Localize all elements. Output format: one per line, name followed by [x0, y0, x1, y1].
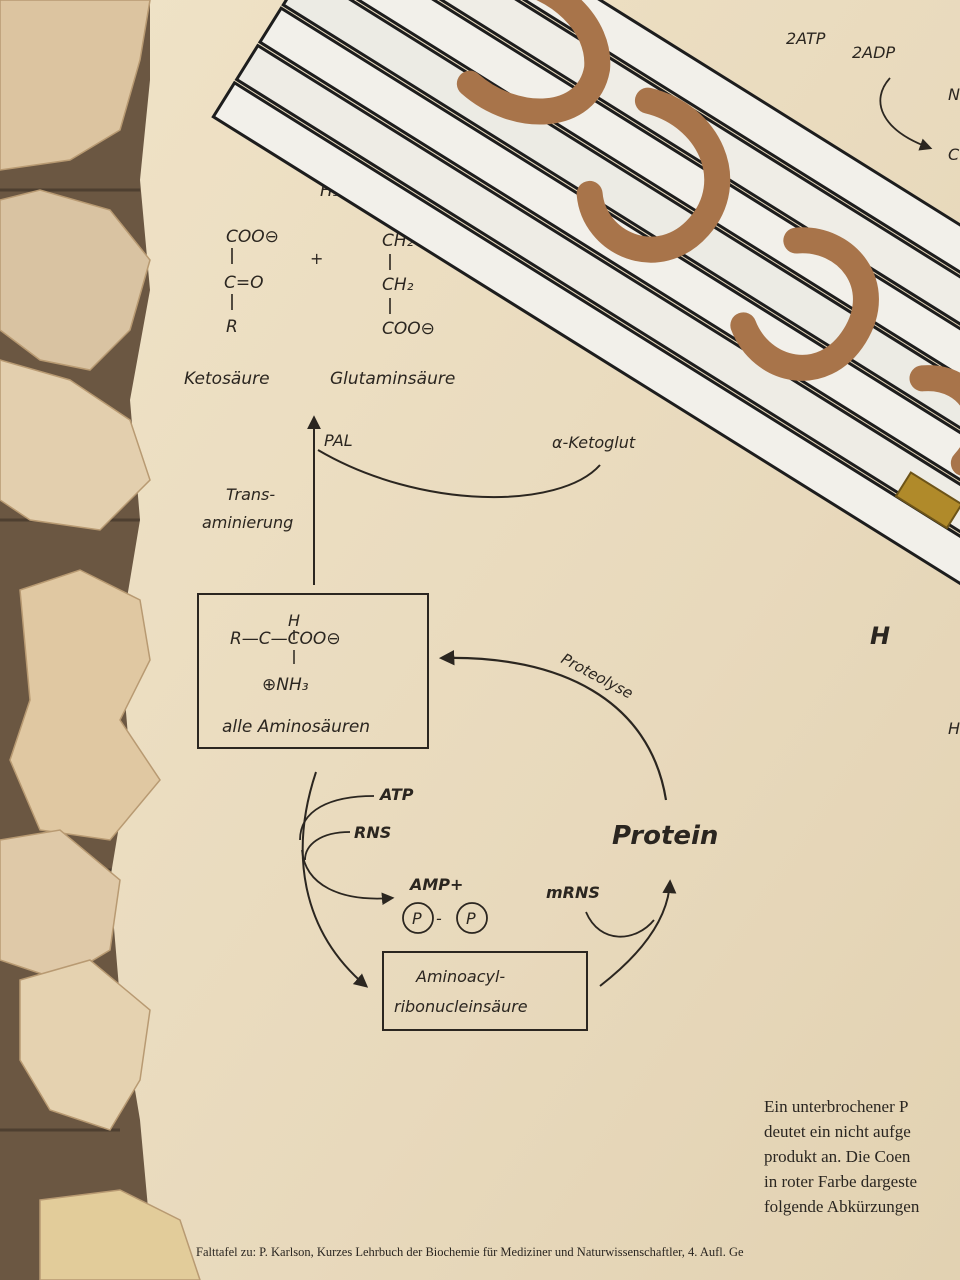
caption-text: Falttafel zu: P. Karlson, Kurzes Lehrbuc… — [196, 1245, 744, 1259]
ketoacid-structure: COO⊖ C=O R — [224, 227, 279, 337]
glutamate-label: Glutaminsäure — [330, 369, 455, 389]
ketoglutarate-label: α-Ketoglut — [552, 433, 636, 452]
transamination-label-2: aminierung — [202, 513, 293, 532]
aminoacyl-line-1: Aminoacyl- — [415, 967, 505, 986]
ruler-print — [456, 0, 960, 477]
pal-label: PAL — [324, 431, 353, 450]
glutamate-coo: COO⊖ — [382, 319, 435, 339]
corner-right-2: H — [948, 719, 960, 738]
ketoacid-r: R — [226, 317, 238, 337]
proteolysis-arrow — [438, 649, 668, 801]
ketoacid-label: Ketosäure — [184, 369, 270, 389]
footnote-line: deutet ein nicht aufge — [764, 1122, 911, 1141]
amp-output-curve — [301, 849, 395, 906]
amp-label: AMP+ — [408, 875, 463, 894]
ketoglutarate-curve — [317, 449, 601, 499]
footnote-line: in roter Farbe dargeste — [764, 1172, 917, 1191]
corner-letter-1: N — [948, 85, 960, 104]
corner-right-1: H — [870, 622, 890, 650]
aminoacyl-box: Aminoacyl- ribonucleinsäure — [382, 951, 588, 1031]
mrns-label: mRNS — [546, 883, 600, 902]
pyrophosphate: P - P — [402, 902, 488, 934]
ruler-hinges — [894, 471, 960, 530]
rns-label: RNS — [354, 823, 391, 842]
corner-adp: 2ADP — [852, 43, 895, 62]
folding-ruler — [211, 0, 960, 596]
phosphate-dash: - — [436, 909, 442, 928]
rns-input-curve — [304, 831, 351, 861]
phosphate-2: P — [466, 909, 476, 928]
footnote-block: Ein unterbrochener P deutet ein nicht au… — [764, 1097, 920, 1216]
amino-nh3: ⊕NH₃ — [262, 675, 309, 695]
corner-arrow — [879, 77, 933, 151]
amino-h: H — [288, 611, 300, 630]
amino-acid-box: H R—C—COO⊖ ⊕NH₃ alle Aminosäuren — [197, 593, 429, 749]
protein-label: Protein — [612, 821, 718, 851]
footnote-line: produkt an. Die Coen — [764, 1147, 911, 1166]
transamination-label-1: Trans- — [226, 485, 275, 504]
atp-input-curve — [299, 795, 375, 841]
footnote-line: Ein unterbrochener P — [764, 1097, 908, 1116]
corner-letter-2: C — [948, 145, 960, 164]
ketoacid-coo: COO⊖ — [226, 227, 279, 247]
atp-label: ATP — [378, 785, 414, 804]
plus-sign: + — [310, 249, 323, 268]
glutamate-ch2-b: CH₂ — [382, 275, 414, 295]
amino-box-label: alle Aminosäuren — [222, 717, 370, 737]
corner-atp: 2ATP — [786, 29, 826, 48]
activation-arrow — [301, 771, 369, 988]
phosphate-1: P — [412, 909, 422, 928]
ketoacid-carbonyl: C=O — [224, 273, 264, 293]
translation-arrow — [599, 879, 677, 987]
mrns-curve — [585, 911, 655, 938]
torn-paper-edge — [0, 0, 201, 1280]
aminoacyl-line-2: ribonucleinsäure — [394, 997, 528, 1016]
footnote-line: folgende Abkürzungen — [764, 1197, 920, 1216]
amino-formula: R—C—COO⊖ — [230, 629, 341, 649]
ruler-segments — [211, 0, 960, 596]
